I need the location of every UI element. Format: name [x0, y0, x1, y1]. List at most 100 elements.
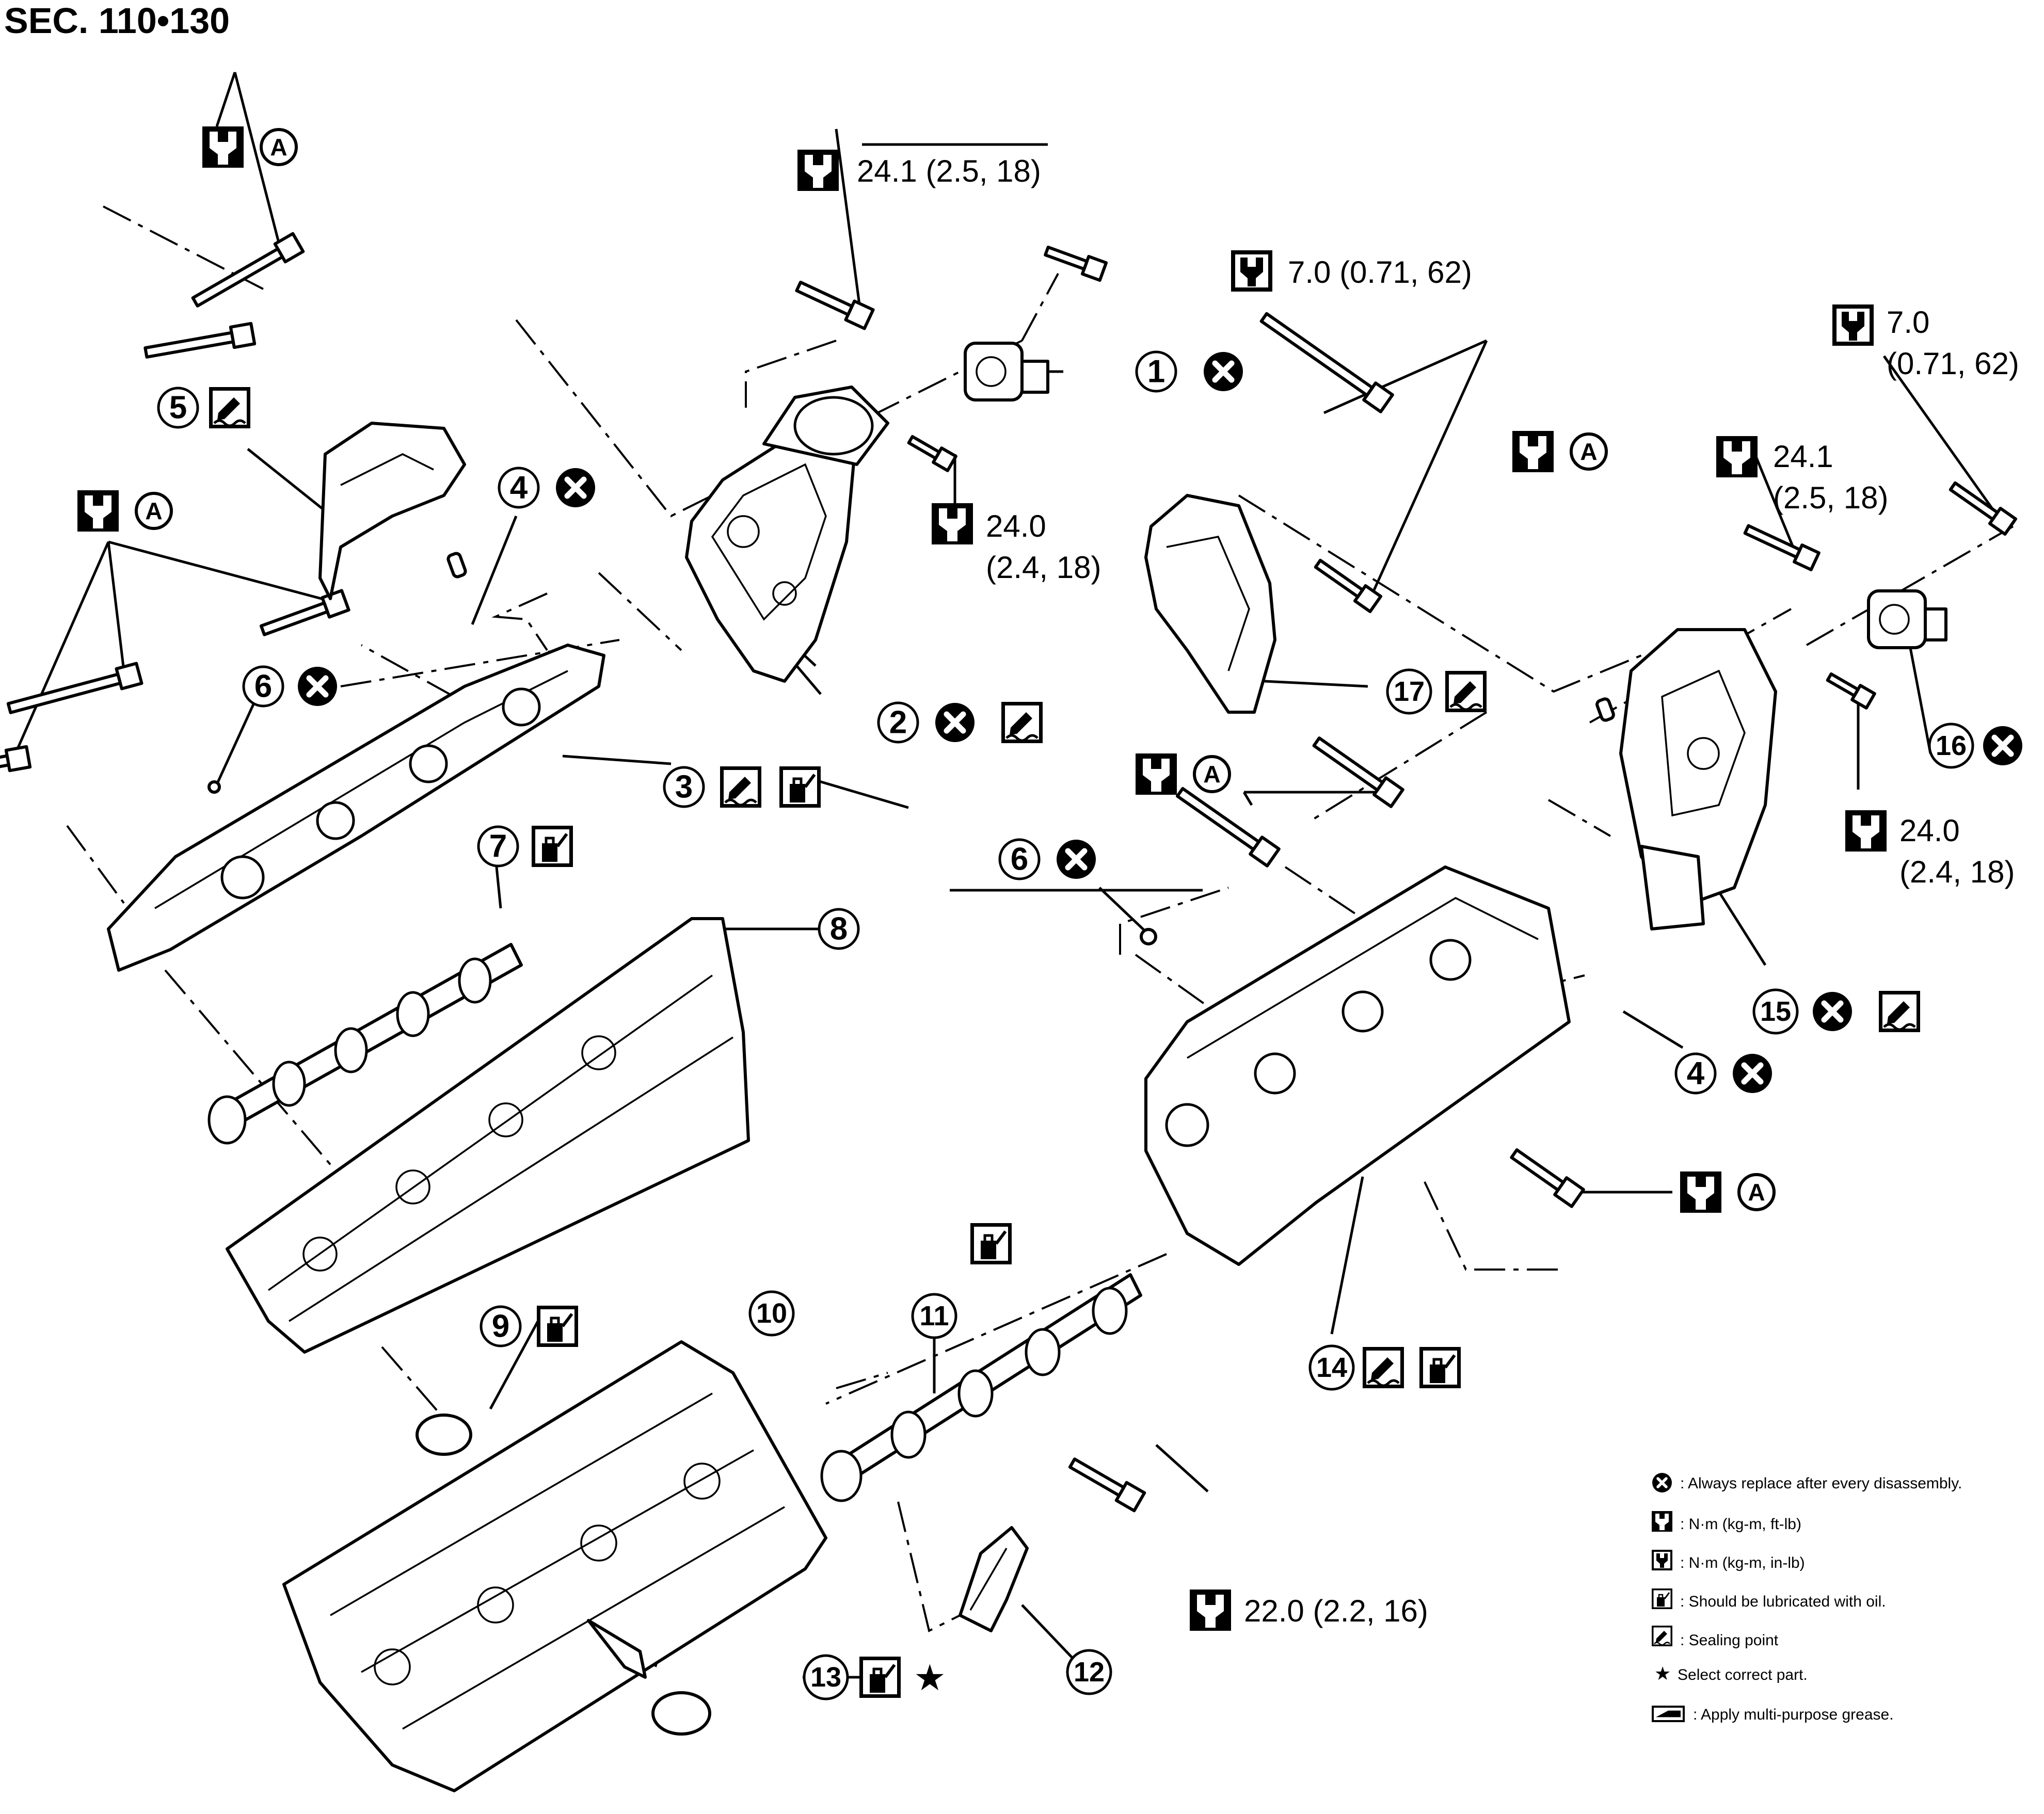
oil-can-icon: [1652, 1588, 1672, 1609]
callout-12: 12: [1066, 1649, 1112, 1695]
oil-can-icon: [532, 826, 573, 867]
callout-17: 17: [1386, 668, 1432, 715]
svg-text:12: 12: [1074, 1657, 1105, 1688]
sealing-point-icon: [209, 387, 250, 428]
replace-x-icon: [556, 468, 595, 507]
a-circle-icon: [1194, 757, 1229, 792]
torque-a-right-cover: [1512, 431, 1606, 472]
torque-wrench-icon: [1845, 810, 1887, 852]
svg-text:9: 9: [492, 1309, 509, 1344]
torque-specs: 24.1 (2.5, 18) 7.0 (0.71, 62) 24.0 (2.4,…: [77, 126, 2019, 1631]
svg-text:13: 13: [810, 1662, 841, 1693]
oil-can-icon: [1419, 1347, 1461, 1388]
svg-text:6: 6: [1011, 842, 1028, 877]
sealing-point-icon: [1363, 1347, 1404, 1388]
svg-text:5: 5: [169, 390, 187, 426]
legend-nm-in: : N·m (kg-m, in-lb): [1680, 1554, 1805, 1571]
torque-7-0-right: 7.0 (0.71, 62): [1832, 304, 2019, 381]
torque-wrench-inlb-icon: [1832, 304, 1874, 346]
svg-text:(0.71, 62): (0.71, 62): [1887, 346, 2019, 381]
svg-text:16: 16: [1936, 730, 1967, 761]
timing-chain-guide: [959, 1526, 1029, 1632]
torque-7-0-left: 7.0 (0.71, 62): [1231, 250, 1472, 292]
torque-wrench-icon: [797, 150, 839, 191]
callout-11: 11: [911, 1293, 957, 1339]
torque-wrench-icon: [202, 126, 244, 168]
camshafts: [207, 943, 1142, 1502]
a-circle-icon: [261, 130, 296, 165]
torque-24-0-right: 24.0 (2.4, 18): [1845, 810, 2015, 889]
replace-x-icon: [1652, 1473, 1672, 1492]
vtc-solenoids-and-sensors: [964, 342, 1947, 649]
torque-wrench-icon: [1680, 1171, 1721, 1213]
svg-text:11: 11: [919, 1301, 949, 1331]
svg-text:4: 4: [510, 470, 528, 506]
oil-can-icon: [859, 1657, 901, 1698]
svg-text:7: 7: [489, 829, 507, 864]
torque-wrench-icon: [1190, 1590, 1231, 1631]
replace-x-icon: [935, 703, 975, 742]
callout-13: 13: [803, 1654, 849, 1700]
symbol-badges: ★: [209, 352, 2022, 1698]
callout-9: 9: [480, 1305, 522, 1347]
svg-text:10: 10: [756, 1298, 787, 1329]
camshaft-brackets: [107, 644, 1571, 1266]
sealing-point-icon: [1001, 702, 1043, 743]
callout-7: 7: [477, 825, 519, 868]
torque-a-mid-left: [77, 490, 171, 532]
svg-text:(2.5, 18): (2.5, 18): [1773, 480, 1888, 515]
torque-wrench-icon: [1652, 1511, 1672, 1532]
callout-3: 3: [663, 766, 705, 808]
svg-text:3: 3: [675, 769, 693, 805]
svg-text:24.0: 24.0: [1899, 813, 1960, 848]
callout-4-right: 4: [1674, 1052, 1717, 1095]
callout-6-right: 6: [998, 838, 1041, 880]
svg-text:8: 8: [830, 911, 848, 947]
replace-x-icon: [298, 667, 337, 706]
svg-text:15: 15: [1760, 996, 1791, 1027]
svg-text:24.1: 24.1: [1773, 439, 1833, 474]
svg-text:24.1 (2.5, 18): 24.1 (2.5, 18): [857, 154, 1041, 188]
legend: : Always replace after every disassembly…: [1652, 1473, 1962, 1723]
torque-wrench-inlb-icon: [1231, 250, 1272, 292]
oil-can-icon: [970, 1223, 1012, 1264]
torque-24-1-right: 24.1 (2.5, 18): [1716, 436, 1888, 515]
callout-14: 14: [1308, 1344, 1355, 1391]
callouts: 1 2 3 4 4 5 6 6 7 8 9 10 11 12 13 14 15 …: [157, 350, 1974, 1700]
a-circle-icon: [136, 493, 171, 528]
torque-wrench-icon: [1512, 431, 1554, 472]
timing-chain-covers: [318, 386, 1777, 930]
torque-wrench-icon: [932, 503, 973, 544]
oil-can-icon: [779, 766, 821, 808]
callout-16: 16: [1928, 723, 1974, 769]
legend-select: Select correct part.: [1678, 1666, 1808, 1683]
svg-text:22.0 (2.2, 16): 22.0 (2.2, 16): [1244, 1594, 1428, 1628]
sealing-point-icon: [1445, 671, 1487, 712]
replace-x-icon: [1983, 726, 2022, 765]
svg-text:6: 6: [254, 669, 272, 704]
replace-x-icon: [1204, 352, 1243, 391]
a-circle-icon: [1739, 1175, 1774, 1210]
callout-5: 5: [157, 387, 199, 429]
legend-oil: : Should be lubricated with oil.: [1680, 1593, 1886, 1610]
bolts: [0, 232, 2018, 1513]
callout-8: 8: [818, 908, 860, 950]
svg-text:1: 1: [1147, 354, 1165, 390]
oil-can-icon: [537, 1306, 578, 1347]
replace-x-icon: [1057, 840, 1096, 879]
torque-wrench-icon: [1716, 436, 1758, 477]
legend-nm-ft: : N·m (kg-m, ft-lb): [1680, 1516, 1801, 1533]
select-star-icon: ★: [914, 1658, 946, 1698]
torque-wrench-icon: [1136, 753, 1177, 795]
torque-24-0-left: 24.0 (2.4, 18): [932, 503, 1101, 585]
svg-text:(2.4, 18): (2.4, 18): [986, 550, 1101, 585]
torque-a-right-head: [1680, 1171, 1774, 1213]
svg-text:7.0 (0.71, 62): 7.0 (0.71, 62): [1288, 255, 1472, 290]
torque-wrench-icon: [77, 490, 119, 532]
cylinder-heads: [226, 917, 827, 1792]
callout-1: 1: [1135, 350, 1177, 393]
callout-2: 2: [877, 701, 919, 744]
legend-grease: : Apply multi-purpose grease.: [1693, 1706, 1894, 1723]
legend-seal: : Sealing point: [1680, 1632, 1779, 1649]
